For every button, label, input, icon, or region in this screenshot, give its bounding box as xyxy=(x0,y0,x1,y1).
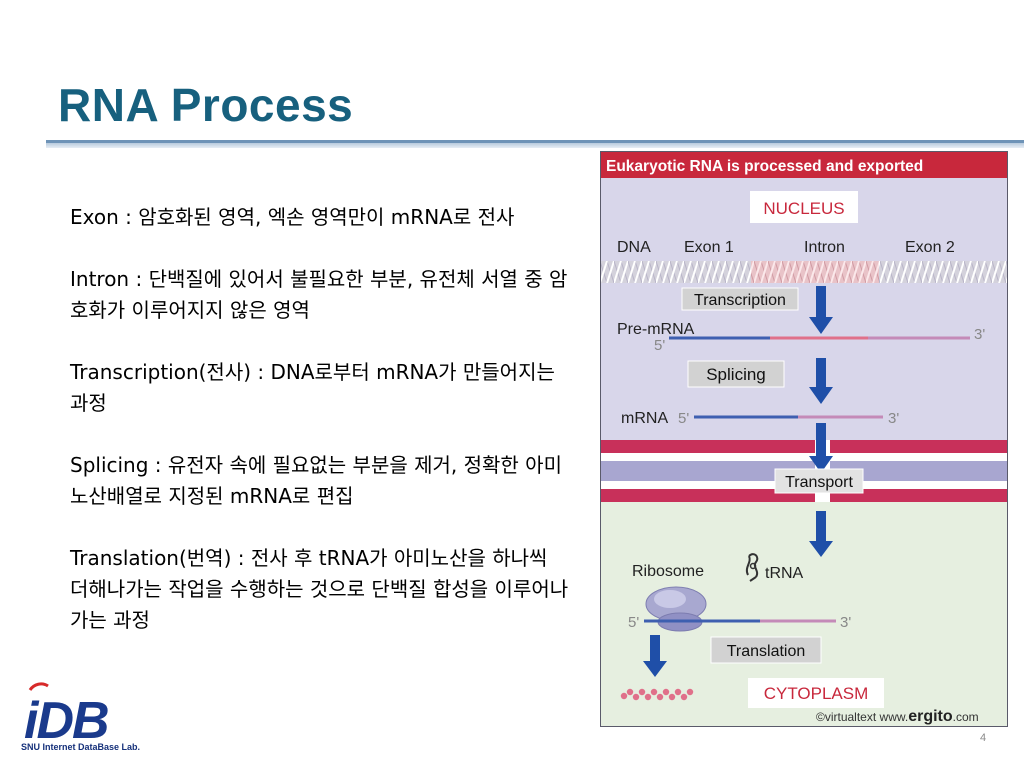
trna-icon xyxy=(745,553,759,582)
translation-label: Translation xyxy=(727,643,806,660)
definition-exon: Exon : 암호화된 영역, 엑손 영역만이 mRNA로 전사 xyxy=(70,205,515,229)
slide-title: RNA Process xyxy=(58,79,354,131)
logo-letters: iDB xyxy=(24,692,108,750)
intron-label: Intron xyxy=(804,239,845,256)
diagram-header: Eukaryotic RNA is processed and exported xyxy=(606,158,923,175)
exon1-label: Exon 1 xyxy=(684,239,734,256)
exon2-label: Exon 2 xyxy=(905,239,955,256)
splicing-label-box xyxy=(687,360,785,388)
arrow-down-icon xyxy=(809,286,833,334)
splicing-label: Splicing xyxy=(706,365,766,384)
pre-mrna-three-prime: 3' xyxy=(974,326,985,343)
definition-list: Exon : 암호화된 영역, 엑손 영역만이 mRNA로 전사 Intron … xyxy=(70,202,570,667)
logo-swoosh xyxy=(28,682,49,691)
diagram-header-bar xyxy=(601,152,1007,178)
definition-splicing: Splicing : 유전자 속에 필요없는 부분을 제거, 정확한 아미노산배… xyxy=(70,453,562,508)
diagram-credit: ©virtualtext www.ergito.com xyxy=(816,708,979,725)
transport-label-box xyxy=(774,468,864,494)
arrow-down-icon xyxy=(809,511,833,557)
dna-strand-left xyxy=(601,261,751,283)
ribosome-label: Ribosome xyxy=(632,563,704,580)
definition-intron: Intron : 단백질에 있어서 불필요한 부분, 유전체 서열 중 암호화가… xyxy=(70,267,568,322)
nuclear-membrane xyxy=(601,440,1007,502)
cytoplasm-label: CYTOPLASM xyxy=(764,684,869,703)
nucleus-label-box xyxy=(750,191,858,223)
trna-label: tRNA xyxy=(765,565,804,582)
dna-strand-intron xyxy=(751,261,879,283)
mrna-label: mRNA xyxy=(621,410,668,427)
pre-mrna-label: Pre-mRNA xyxy=(617,321,695,338)
definition-transcription: Transcription(전사) : DNA로부터 mRNA가 만들어지는 과… xyxy=(70,360,555,415)
credit-suffix: .com xyxy=(953,710,979,724)
mrna-three-prime: 3' xyxy=(888,410,899,427)
cytoplasm-label-box xyxy=(748,678,884,708)
translation-label-box xyxy=(710,636,822,664)
definition-translation: Translation(번역) : 전사 후 tRNA가 아미노산을 하나씩 더… xyxy=(70,546,569,632)
credit-prefix: ©virtualtext www. xyxy=(816,710,908,724)
dna-label: DNA xyxy=(617,239,651,256)
cytoplasm-five-prime: 5' xyxy=(628,614,639,631)
credit-brand: ergito xyxy=(908,708,953,725)
transcription-label: Transcription xyxy=(694,292,786,309)
pre-mrna-five-prime: 5' xyxy=(654,337,665,354)
cytoplasm-three-prime: 3' xyxy=(840,614,851,631)
page-number: 4 xyxy=(980,732,987,744)
transport-label: Transport xyxy=(785,474,853,491)
transcription-label-box xyxy=(681,287,799,311)
idb-logo: iDB xyxy=(24,682,110,750)
arrow-down-icon xyxy=(809,358,833,404)
protein-chain-icon xyxy=(620,688,694,701)
arrow-down-icon xyxy=(643,635,667,677)
arrow-down-icon xyxy=(809,423,833,473)
rna-process-diagram: Eukaryotic RNA is processed and exported… xyxy=(600,151,1008,727)
title-underline xyxy=(46,140,1024,148)
dna-strand-right xyxy=(879,261,1007,283)
mrna-five-prime: 5' xyxy=(678,410,689,427)
nucleus-label: NUCLEUS xyxy=(763,199,844,218)
logo-caption: SNU Internet DataBase Lab. xyxy=(21,742,141,752)
